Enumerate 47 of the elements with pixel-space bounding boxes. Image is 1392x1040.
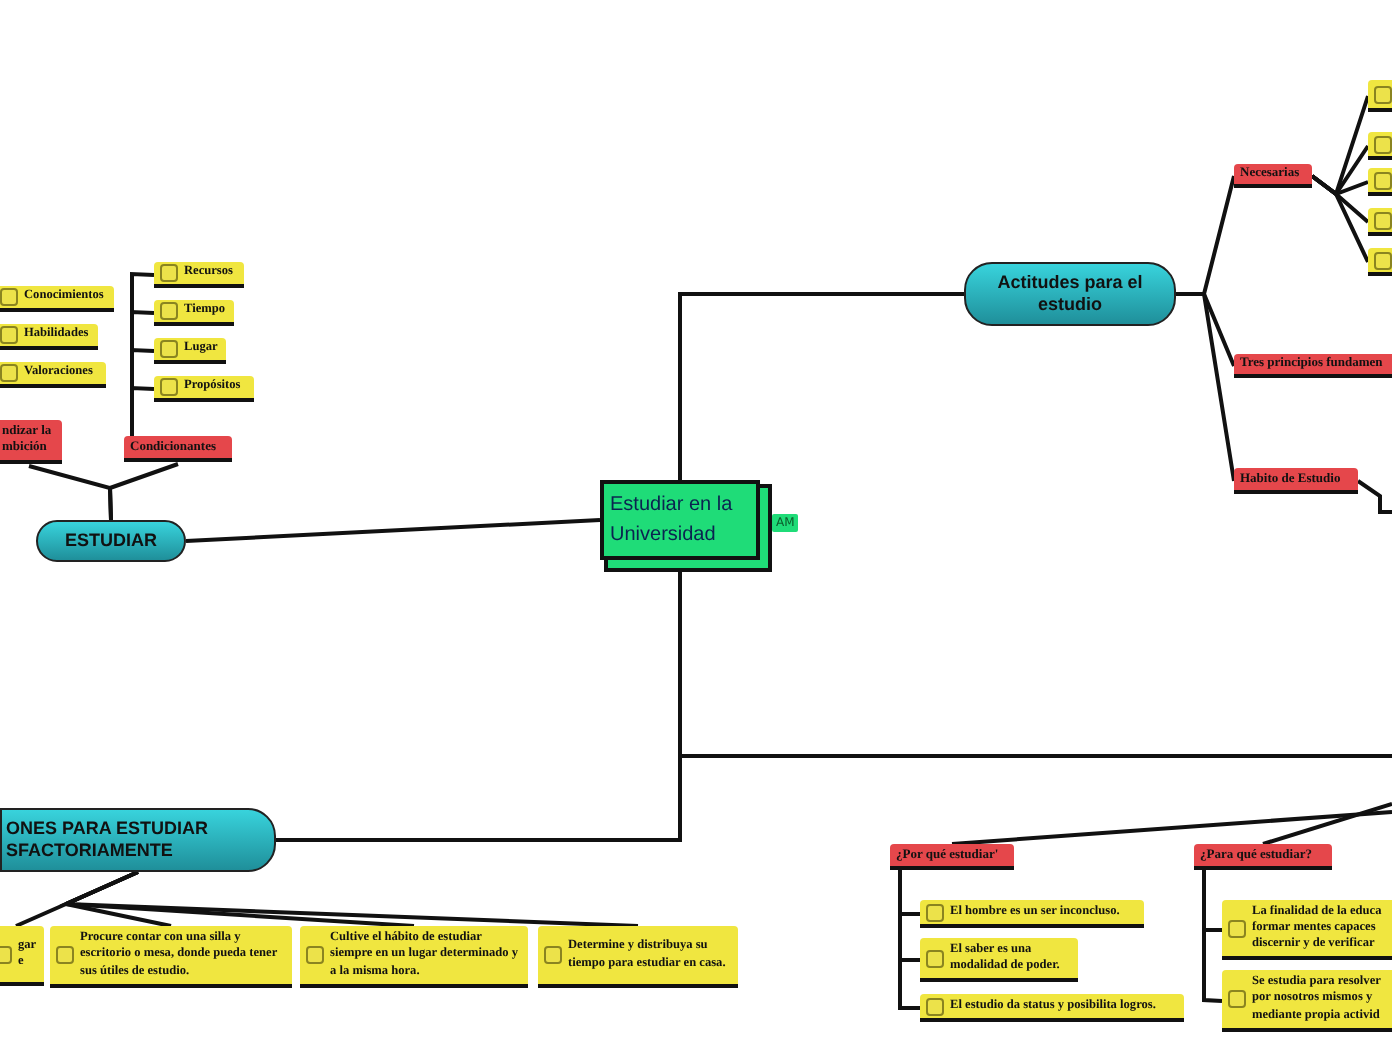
checklist-item-box [538,926,738,988]
checklist-item-box [154,300,234,326]
checklist-item-box [920,900,1144,928]
main-topic-pill [36,520,186,562]
checklist-item-box [1368,248,1392,276]
checklist-item-box [0,324,98,350]
connector-line [1356,479,1392,514]
connector-line [1176,292,1236,482]
connector-line [185,518,601,543]
checklist-item-box [154,262,244,288]
connector-line [1202,870,1223,1003]
connector-line [898,870,920,1010]
subtopic-box [124,436,232,462]
checklist-item-box [1368,132,1392,160]
subtopic-box [0,420,62,464]
subtopic-box [1194,844,1332,870]
checklist-item-box [154,338,226,364]
connector-line [130,385,155,436]
checklist-item-box [1368,168,1392,196]
subtopic-box [1234,468,1358,494]
topic-text: Actitudes para el estudio [995,272,1145,316]
checklist-item-box [1222,900,1392,960]
checklist-item-box [154,376,254,402]
connector-line [107,462,179,521]
subtopic-box [890,844,1014,870]
checklist-item-box [920,994,1184,1022]
checklist-item-box [0,286,114,312]
checklist-item-box [920,938,1078,982]
checklist-item-box [0,926,44,986]
checklist-item-box [300,926,528,988]
topic-text: Estudiar en la Universidad [610,494,733,545]
main-topic-pill [964,262,1176,326]
connector-line [951,810,1392,846]
checklist-item-box [50,926,292,988]
connector-line [678,292,964,480]
subtopic-box [1234,164,1312,188]
main-topic-pill [0,808,276,872]
checklist-item-box [0,362,106,388]
subtopic-box [1234,354,1392,378]
topic-text: ONES PARA ESTUDIAR SFACTORIAMENTE [6,818,211,862]
checklist-item-box [1222,970,1392,1032]
connector-line [1262,802,1392,846]
checklist-item-box [1368,80,1392,112]
checklist-item-box [1368,208,1392,236]
topic-text: ESTUDIAR [64,530,157,552]
connector-line [1310,174,1370,263]
connector-line [64,870,639,928]
